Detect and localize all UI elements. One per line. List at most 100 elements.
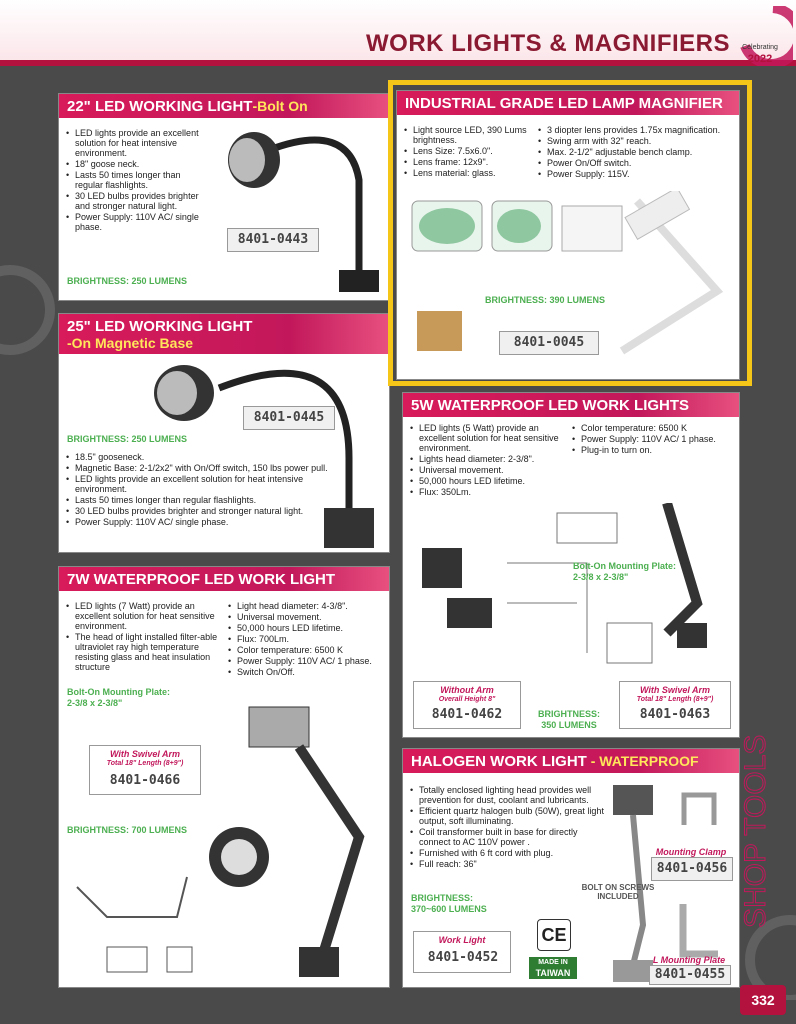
feature-item: 18.5" gooseneck.	[65, 452, 335, 462]
panel-title-text: INDUSTRIAL GRADE LED LAMP MAGNIFIER	[405, 95, 723, 112]
feature-item: Switch On/Off.	[227, 667, 387, 677]
feature-item: 18" goose neck.	[65, 159, 205, 169]
feature-item: Full reach: 36"	[409, 859, 609, 869]
feature-list: Totally enclosed lighting head provides …	[409, 785, 609, 870]
panel-title: 7W WATERPROOF LED WORK LIGHT	[59, 567, 389, 591]
feature-item: 30 LED bulbs provides brighter and stron…	[65, 506, 335, 516]
l-mounting-plate-icon	[679, 904, 718, 958]
brightness-label: BRIGHTNESS: 390 LUMENS	[485, 295, 606, 305]
badge-year: 2022	[747, 53, 773, 65]
feature-item: 50,000 hours LED lifetime.	[227, 623, 387, 633]
led-lamp-drawing-icon	[422, 503, 707, 664]
panel-title: 25" LED WORKING LIGHT-On Magnetic Base	[59, 314, 389, 354]
feature-item: Lasts 50 times longer than regular flash…	[65, 495, 335, 505]
halogen-lamp-icon	[613, 785, 653, 982]
feature-item: LED lights (7 Watt) provide an excellent…	[65, 601, 225, 631]
feature-item: Universal movement.	[227, 612, 387, 622]
panel-title: INDUSTRIAL GRADE LED LAMP MAGNIFIER	[397, 91, 739, 115]
made-line2: TAIWAN	[535, 968, 571, 978]
badge-celebrating: Celebrating	[742, 44, 778, 51]
panel-title: 5W WATERPROOF LED WORK LIGHTS	[403, 393, 739, 417]
without-arm-line2: Overall Height 8"	[438, 696, 496, 703]
work-light-box	[413, 931, 511, 973]
brightness-label: BRIGHTNESS: 250 LUMENS	[67, 434, 188, 444]
swivel-line1: With Swivel Arm	[639, 685, 711, 695]
mounting-plate-label: Bolt-On Mounting Plate: 2-3/8 x 2-3/8"	[573, 561, 676, 582]
panel-title: 22" LED WORKING LIGHT-Bolt On	[59, 94, 389, 118]
swivel-line1: With Swivel Arm	[109, 749, 181, 759]
panel-title: HALOGEN WORK LIGHT - WATERPROOF	[403, 749, 739, 773]
brightness-label: BRIGHTNESS: 700 LUMENS	[67, 825, 188, 835]
bolt-line2: INCLUDED	[597, 892, 639, 901]
page-header	[0, 0, 796, 66]
panel-title-text: 7W WATERPROOF LED WORK LIGHT	[67, 571, 336, 588]
gooseneck-lamp-icon	[228, 132, 379, 292]
feature-item: Lasts 50 times longer than regular flash…	[65, 170, 205, 190]
feature-item: Plug-in to turn on.	[571, 445, 739, 455]
feature-item: Power On/Off switch.	[537, 158, 737, 168]
mounting-clamp-label: Mounting Clamp	[655, 847, 727, 857]
brightness-line2: 350 LUMENS	[541, 720, 597, 730]
product-panel-25-led: 25" LED WORKING LIGHT-On Magnetic Base 8…	[58, 313, 390, 553]
feature-item: Efficient quartz halogen bulb (50W), gre…	[409, 806, 609, 826]
feature-list: Light source LED, 390 Lums brightness. L…	[403, 125, 533, 179]
feature-item: Power Supply: 110V AC/ 1 phase.	[571, 434, 739, 444]
swivel-arm-box	[619, 681, 731, 729]
feature-item: Power Supply: 110V AC/ single phase.	[65, 517, 335, 527]
part-number: 8401-0462	[431, 707, 503, 722]
brightness-label: BRIGHTNESS:350 LUMENS	[529, 709, 609, 731]
product-panel-halogen: HALOGEN WORK LIGHT - WATERPROOF Totally …	[402, 748, 740, 988]
bolt-line1: BOLT ON SCREWS	[581, 883, 655, 892]
without-arm-box	[413, 681, 521, 729]
feature-list: 18.5" gooseneck. Magnetic Base: 2-1/2x2"…	[65, 452, 335, 528]
feature-list: Color temperature: 6500 K Power Supply: …	[571, 423, 739, 456]
panel-title-text: 25" LED WORKING LIGHT	[67, 318, 253, 335]
highlight-frame	[388, 80, 752, 386]
feature-list: LED lights provide an excellent solution…	[65, 128, 205, 233]
gear-icon	[0, 265, 55, 355]
gear-icon	[745, 915, 796, 1000]
feature-item: Lights head diameter: 2-3/8".	[409, 454, 569, 464]
made-in-taiwan-badge: MADE IN TAIWAN	[529, 957, 577, 979]
brightness-line2: 370~600 LUMENS	[411, 904, 487, 914]
swivel-line2: Total 18" Length (8+9")	[636, 696, 714, 703]
feature-item: Furnished with 6 ft cord with plug.	[409, 848, 609, 858]
part-number: 8401-0452	[427, 950, 499, 965]
dimension-drawing-icon	[76, 876, 193, 973]
feature-list: LED lights (5 Watt) provide an excellent…	[409, 423, 569, 498]
brightness-label: BRIGHTNESS:370~600 LUMENS	[411, 893, 487, 915]
mount-line2: 2-3/8 x 2-3/8"	[67, 698, 123, 708]
swivel-arm-box	[89, 745, 201, 795]
magnifier-lamp-icon	[411, 191, 724, 355]
panel-subtitle: - WATERPROOF	[586, 753, 699, 769]
brightness-line1: BRIGHTNESS:	[411, 893, 474, 903]
brightness-label: BRIGHTNESS: 250 LUMENS	[67, 276, 188, 286]
feature-item: Power Supply: 110V AC/ single phase.	[65, 212, 205, 232]
mounting-plate-label: Bolt-On Mounting Plate:2-3/8 x 2-3/8"	[67, 687, 170, 709]
feature-item: Light head diameter: 4-3/8".	[227, 601, 387, 611]
feature-item: The head of light installed filter-able …	[65, 632, 225, 672]
panel-title-text: HALOGEN WORK LIGHT	[411, 753, 587, 770]
panel-title-text: 22" LED WORKING LIGHT	[67, 98, 253, 115]
feature-item: Flux: 350Lm.	[409, 487, 569, 497]
product-panel-magnifier: INDUSTRIAL GRADE LED LAMP MAGNIFIER Ligh…	[396, 90, 740, 380]
made-line1: MADE IN	[538, 959, 568, 966]
feature-item: Totally enclosed lighting head provides …	[409, 785, 609, 805]
page-number: 332	[740, 985, 786, 1015]
feature-item: Color temperature: 6500 K	[571, 423, 739, 433]
work-light-label: Work Light	[438, 935, 486, 945]
panel-title-text: 5W WATERPROOF LED WORK LIGHTS	[411, 397, 690, 414]
anniversary-badge-icon	[740, 6, 793, 66]
l-plate-label: L Mounting Plate	[652, 955, 726, 965]
feature-list: Light head diameter: 4-3/8". Universal m…	[227, 601, 387, 678]
product-panel-7w-led: 7W WATERPROOF LED WORK LIGHT LED lights …	[58, 566, 390, 988]
panel-subtitle: -On Magnetic Base	[67, 335, 194, 351]
product-panel-22-led: 22" LED WORKING LIGHT-Bolt On LED lights…	[58, 93, 390, 301]
feature-list: 3 diopter lens provides 1.75x magnificat…	[537, 125, 737, 180]
ce-mark: CE	[537, 919, 571, 951]
page-title: WORK LIGHTS & MAGNIFIERS	[366, 30, 730, 57]
